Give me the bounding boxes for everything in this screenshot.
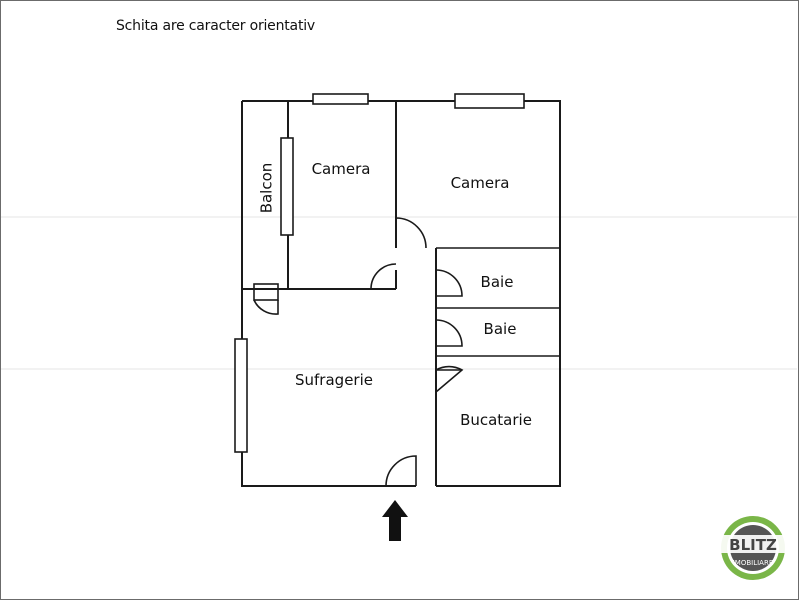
logo-text: BLITZ: [729, 536, 777, 554]
room-label-bucatarie: Bucatarie: [460, 411, 532, 429]
room-label-baie-bottom: Baie: [484, 320, 517, 338]
logo-subtext: IMOBILIARE: [733, 559, 774, 567]
room-label-baie-top: Baie: [481, 273, 514, 291]
logo-band: [717, 535, 789, 553]
room-label-camera-left: Camera: [312, 160, 371, 178]
door-baie-top: [435, 269, 463, 297]
window-balcony: [280, 137, 294, 236]
door-entrance: [385, 455, 417, 487]
window-top-left: [312, 93, 369, 105]
outer-wall: [241, 100, 561, 487]
window-top-right: [454, 93, 525, 109]
room-label-camera-right: Camera: [451, 174, 510, 192]
balcony-door-frame: [253, 283, 279, 301]
door-camera-right: [395, 217, 427, 249]
door-camera-left: [370, 263, 397, 290]
room-label-balcon: Balcon: [258, 163, 276, 214]
blitz-logo: BLITZ IMOBILIARE: [717, 516, 789, 580]
entrance-arrow-icon: [382, 500, 408, 541]
door-balcony: [253, 299, 279, 315]
door-baie-bottom: [435, 319, 463, 347]
window-sufragerie: [234, 338, 248, 453]
plan-disclaimer: Schita are caracter orientativ: [116, 18, 316, 34]
room-label-sufragerie: Sufragerie: [295, 371, 373, 389]
